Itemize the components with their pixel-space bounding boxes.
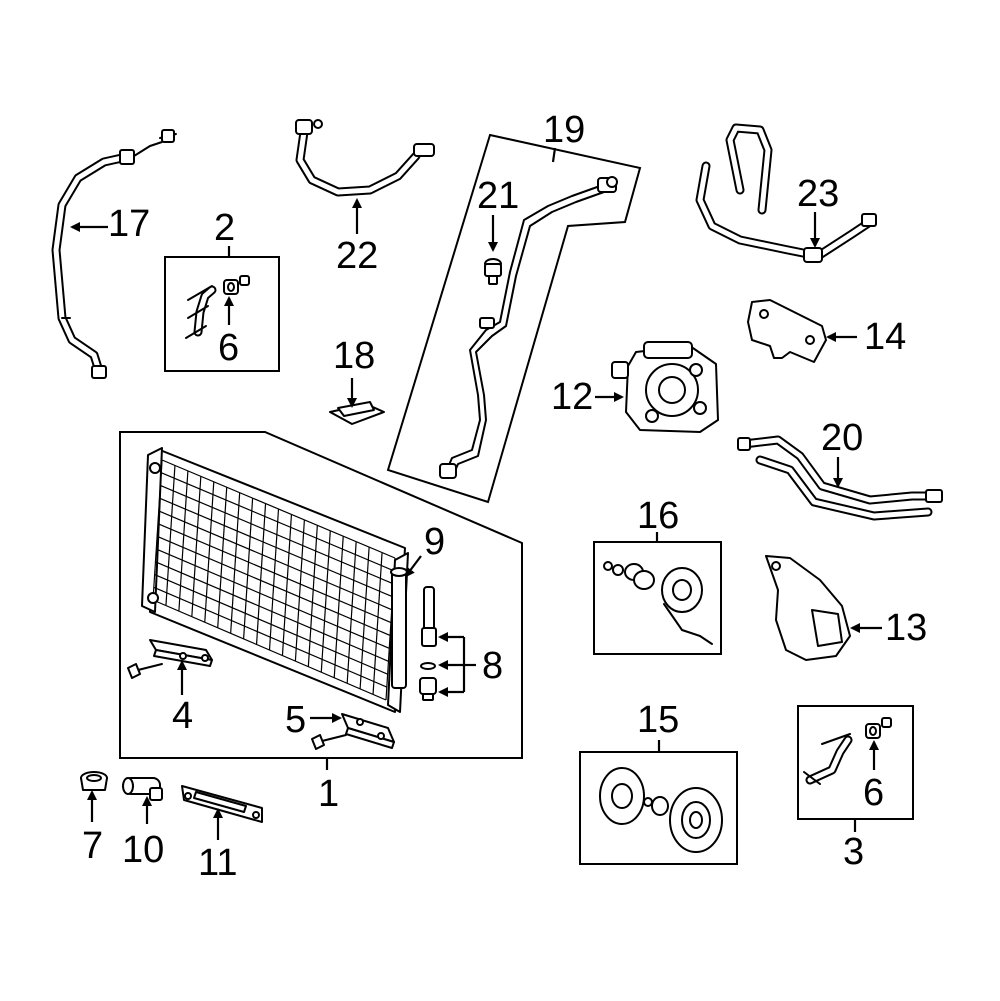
condenser-grid-line [320,530,331,673]
grommet [865,717,892,739]
callout-1: 1 [318,773,339,815]
condenser-grid-line [152,459,163,601]
bracket-14 [747,299,827,363]
callout-3: 3 [843,831,864,873]
bracket-group-box-3 [797,705,914,820]
callout-17: 17 [108,203,150,245]
callout-9: 9 [424,521,445,563]
callout-23: 23 [797,173,839,215]
condenser-grid-line [157,523,392,624]
callout-16: 16 [637,495,679,537]
condenser-grid-line [372,552,383,695]
callout-6: 6 [863,772,884,814]
condenser-group-box [119,431,523,759]
line-20 [737,435,943,521]
condenser-grid-line [191,476,202,617]
condenser [141,447,409,713]
pipe-bracket [803,733,853,785]
part-18 [329,401,385,425]
bracket-group-box-2 [164,256,280,372]
condenser-grid-line [165,465,176,606]
callout-18: 18 [333,335,375,377]
compressor-12 [611,341,719,433]
condenser-bracket-5 [341,713,395,749]
callout-5: 5 [285,699,306,741]
callout-11: 11 [198,842,237,884]
condenser-grid-line [217,487,228,628]
bolt [311,734,347,750]
pressure-switch-21 [484,258,502,285]
bracket-13 [765,555,851,661]
callout-8: 8 [482,645,503,687]
bolt [127,663,163,679]
callout-12: 12 [551,376,593,418]
callout-4: 4 [172,695,193,737]
callout-6: 6 [218,327,239,369]
condenser-grid-line [156,535,391,637]
callout-15: 15 [637,699,679,741]
callout-7: 7 [82,825,103,867]
callout-14: 14 [864,316,906,358]
condenser-grid-line [159,497,393,598]
condenser-grid-line [178,470,189,612]
callout-21: 21 [477,175,519,217]
condenser-grid-line [160,472,395,572]
callout-13: 13 [885,607,927,649]
condenser-grid-line [153,586,388,688]
callout-10: 10 [122,829,164,871]
clutch-parts-16 [603,561,713,645]
callout-2: 2 [214,207,235,249]
hose-23 [695,123,877,263]
condenser-grid-line [294,519,305,662]
condenser-grid-line [154,573,388,675]
discharge-line-group-box [386,133,642,504]
condenser-grid-line [155,561,389,662]
bracket-11 [181,785,263,823]
condenser-grid-line [346,541,357,684]
condenser-bracket-4 [149,639,213,667]
condenser-grid-line [156,548,390,649]
condenser-grid-line [158,510,392,611]
condenser-grid-line [230,492,241,634]
callout-20: 20 [821,417,863,459]
condenser-grid-line [152,599,387,701]
grommet [223,275,250,295]
condenser-grid-line [243,498,254,639]
pipe-bracket [185,285,217,339]
cap-7 [80,771,108,791]
condenser-grid-line [359,547,370,689]
condenser-grid-line [161,459,396,559]
receiver-desiccant [419,586,437,701]
callout-22: 22 [336,235,378,277]
condenser-grid-line [268,508,280,651]
condenser-grid-line [160,484,394,585]
clutch-parts-15 [599,767,723,853]
condenser-grid-line [333,536,344,678]
condenser-grid-line [204,481,215,623]
condenser-grid-line [307,525,318,667]
callout-19: 19 [543,109,585,151]
discharge-line-19 [439,176,618,479]
suction-hose-17 [51,129,177,379]
condenser-grid-line [255,503,267,645]
sensor-10 [122,777,163,801]
condenser-grid-line [281,514,293,656]
hose-22 [295,119,435,197]
